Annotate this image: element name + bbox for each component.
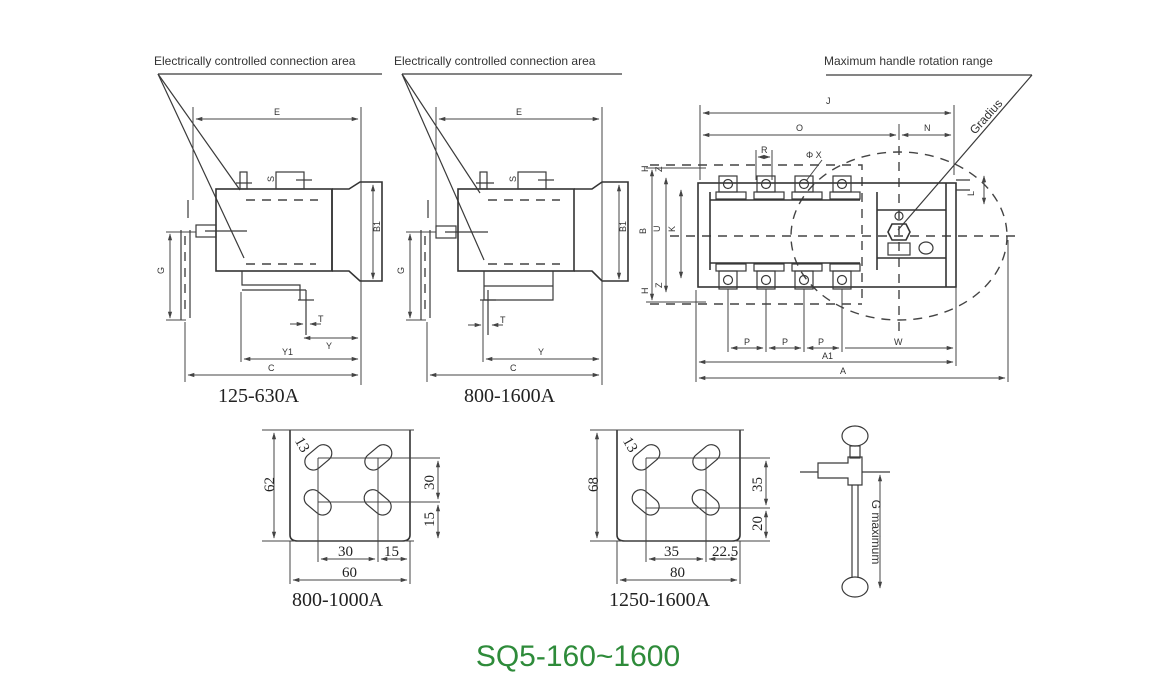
handle-knob <box>894 211 904 221</box>
leader-line <box>157 73 241 191</box>
dim-label-p: P <box>744 337 750 347</box>
dim-value-v-edge: 15 <box>422 512 438 527</box>
switch-body <box>215 188 333 272</box>
electric-area-label-1: Electrically controlled connection area <box>154 54 356 68</box>
dim-label-e: E <box>274 107 280 117</box>
dim-value-v-edge: 20 <box>750 516 766 531</box>
terminal-plate-1250-1600a: 68 13 35 20 35 22.5 80 1250-1600A <box>586 429 770 611</box>
dim-label-t: T <box>500 315 506 325</box>
dim-label-s: S <box>266 176 276 182</box>
dim-label-c: C <box>268 363 275 373</box>
dim-value-h-spacing: 35 <box>664 544 679 560</box>
dim-label-g: G <box>156 267 166 274</box>
gradius-label: Gradius <box>967 96 1006 137</box>
dim-value-height: 62 <box>262 477 278 492</box>
dim-value-height: 68 <box>586 477 602 492</box>
dim-label-y1: Y1 <box>282 347 293 357</box>
terminal-plate-800-1000a: 62 13 30 15 30 15 60 800-1000A <box>262 429 441 611</box>
dim-label-b1: B1 <box>618 221 628 232</box>
dim-label-p: P <box>782 337 788 347</box>
g-maximum-label: G maximum <box>869 500 883 565</box>
dim-label-h: H <box>640 166 650 173</box>
handle-range-label: Maximum handle rotation range <box>824 54 993 68</box>
dim-label-t: T <box>318 314 324 324</box>
dim-label-z: Z <box>654 282 664 288</box>
dim-label-y: Y <box>326 341 332 351</box>
dim-value-v-spacing: 30 <box>422 475 438 490</box>
dim-label-l: L <box>966 191 976 196</box>
handle-top-knob <box>841 425 869 447</box>
dim-value-width: 80 <box>670 565 685 581</box>
dim-value-hole: 13 <box>291 435 312 456</box>
dim-label-c: C <box>510 363 517 373</box>
dim-label-u: U <box>652 226 662 233</box>
dim-label-g: G <box>396 267 406 274</box>
handle-hub <box>887 223 911 241</box>
dim-value-h-edge: 22.5 <box>712 544 738 560</box>
dim-label-o: O <box>796 123 803 133</box>
dim-label-k: K <box>667 226 677 232</box>
product-title: SQ5-160~1600 <box>475 640 681 673</box>
dim-label-x: Φ X <box>806 150 822 160</box>
leader-line <box>157 73 245 259</box>
slot-holes <box>303 444 393 516</box>
top-terminals <box>715 175 861 200</box>
dim-label-y: Y <box>538 347 544 357</box>
dim-value-width: 60 <box>342 565 357 581</box>
side-view-125-630a: Electrically controlled connection area … <box>154 54 383 407</box>
dim-label-p: P <box>818 337 824 347</box>
dim-label-b1: B1 <box>372 221 382 232</box>
dim-label-h: H <box>640 288 650 295</box>
slot-holes <box>631 444 721 516</box>
handle-detail: G maximum <box>800 425 890 598</box>
dim-label-n: N <box>924 123 931 133</box>
switch-front-body <box>697 182 957 288</box>
dim-label-a: A <box>840 366 846 376</box>
caption-800-1000a: 800-1000A <box>292 589 384 611</box>
electric-area-label-2: Electrically controlled connection area <box>394 54 596 68</box>
dim-label-a1: A1 <box>822 351 833 361</box>
dim-label-w: W <box>894 337 903 347</box>
dim-label-j: J <box>826 96 831 106</box>
dim-label-z: Z <box>654 166 664 172</box>
dim-label-e: E <box>516 107 522 117</box>
dim-value-v-spacing: 35 <box>750 477 766 492</box>
dim-value-h-edge: 15 <box>384 544 399 560</box>
gradius-leader <box>897 74 1033 231</box>
caption-1250-1600a: 1250-1600A <box>609 589 711 611</box>
side-view-800-1600a: Electrically controlled connection area … <box>394 54 629 407</box>
handle-bottom-knob <box>841 576 869 598</box>
dim-value-hole: 13 <box>619 435 640 456</box>
dim-label-s: S <box>508 176 518 182</box>
caption-125-630a: 125-630A <box>218 385 300 407</box>
dim-label-r: R <box>761 145 768 155</box>
front-view: Maximum handle rotation range Gradius J … <box>638 54 1033 382</box>
bottom-terminals <box>715 263 861 290</box>
caption-800-1600a: 800-1600A <box>464 385 556 407</box>
dim-label-b: B <box>638 228 648 234</box>
dim-value-h-spacing: 30 <box>338 544 353 560</box>
switch-body <box>457 188 575 272</box>
